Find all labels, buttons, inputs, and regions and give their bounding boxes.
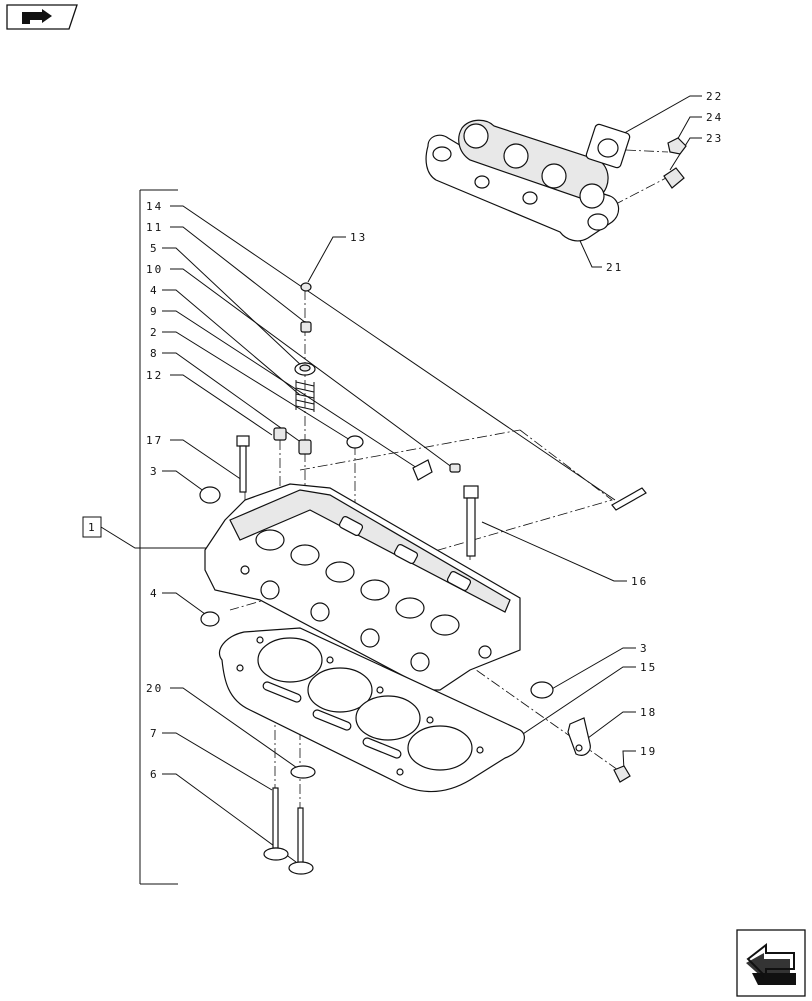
svg-text:4: 4	[150, 587, 159, 600]
callout-3b[interactable]: 3	[549, 642, 649, 691]
seal-8	[298, 439, 312, 455]
svg-text:6: 6	[150, 768, 159, 781]
valve-6	[288, 807, 314, 875]
back-arrow-icon	[6, 4, 78, 30]
svg-text:2: 2	[150, 326, 159, 339]
prev-page-button[interactable]	[6, 4, 78, 30]
svg-text:24: 24	[706, 111, 723, 124]
next-page-button[interactable]	[736, 929, 806, 997]
svg-text:22: 22	[706, 90, 723, 103]
callout-13[interactable]: 13	[307, 231, 367, 283]
next-arrow-icon	[736, 929, 806, 997]
valve-seal-20	[290, 765, 316, 779]
callout-16[interactable]: 16	[481, 521, 648, 588]
callout-4a[interactable]: 4	[150, 284, 301, 396]
svg-text:3: 3	[640, 642, 649, 655]
callout-11[interactable]: 11	[146, 221, 307, 324]
cylinder-head	[204, 483, 521, 691]
svg-text:11: 11	[146, 221, 163, 234]
callout-21[interactable]: 21	[575, 231, 623, 274]
callout-9[interactable]: 9	[150, 305, 418, 469]
callout-15[interactable]: 15	[507, 661, 657, 745]
plug-3-top	[199, 486, 221, 504]
callout-20[interactable]: 20	[146, 682, 301, 771]
bolt-19	[613, 765, 631, 783]
svg-text:3: 3	[150, 465, 159, 478]
callout-12[interactable]: 12	[146, 369, 273, 436]
svg-text:13: 13	[350, 231, 367, 244]
plug-9	[412, 459, 433, 481]
cap-13	[300, 282, 312, 292]
assembly-bracket	[139, 189, 178, 885]
callout-10[interactable]: 10	[146, 263, 454, 469]
svg-text:16: 16	[631, 575, 648, 588]
svg-text:1: 1	[88, 521, 97, 534]
stud-14	[611, 487, 647, 511]
valve-rocker-ports	[255, 515, 472, 636]
svg-text:17: 17	[146, 434, 163, 447]
callout-19[interactable]: 19	[622, 745, 657, 771]
callout-3a[interactable]: 3	[150, 465, 206, 493]
svg-text:5: 5	[150, 242, 159, 255]
svg-text:9: 9	[150, 305, 159, 318]
svg-text:12: 12	[146, 369, 163, 382]
svg-text:23: 23	[706, 132, 723, 145]
valve-spring-4	[295, 380, 315, 412]
callout-23[interactable]: 23	[669, 132, 723, 171]
plug-4	[200, 611, 220, 627]
valve-7	[263, 787, 289, 861]
callout-box-1[interactable]: 1	[82, 516, 215, 549]
seal-12	[273, 427, 287, 441]
svg-text:7: 7	[150, 727, 159, 740]
lifting-bracket-18	[567, 717, 591, 756]
keeper-11	[300, 321, 312, 333]
callout-22[interactable]: 22	[611, 90, 723, 141]
callout-8[interactable]: 8	[150, 347, 303, 444]
callout-4b[interactable]: 4	[150, 587, 206, 615]
svg-text:19: 19	[640, 745, 657, 758]
head-gasket	[218, 627, 525, 793]
svg-text:18: 18	[640, 706, 657, 719]
svg-text:10: 10	[146, 263, 163, 276]
callout-17[interactable]: 17	[146, 434, 243, 481]
callout-14[interactable]: 14	[146, 200, 616, 501]
retainer-5	[294, 362, 316, 376]
svg-text:15: 15	[640, 661, 657, 674]
svg-text:8: 8	[150, 347, 159, 360]
callout-2[interactable]: 2	[150, 326, 351, 441]
seat-2	[346, 435, 364, 449]
svg-text:21: 21	[606, 261, 623, 274]
bolt-17	[236, 435, 250, 493]
callout-5[interactable]: 5	[150, 242, 304, 368]
plug-3-side	[530, 681, 554, 699]
pin-10	[449, 463, 461, 473]
callout-6[interactable]: 6	[150, 768, 297, 863]
svg-text:14: 14	[146, 200, 163, 213]
callout-18[interactable]: 18	[587, 706, 657, 739]
callout-24[interactable]: 24	[675, 111, 723, 143]
exhaust-manifold	[425, 119, 687, 242]
callout-7[interactable]: 7	[150, 727, 273, 791]
bolt-16	[463, 485, 479, 557]
svg-text:20: 20	[146, 682, 163, 695]
svg-text:4: 4	[150, 284, 159, 297]
